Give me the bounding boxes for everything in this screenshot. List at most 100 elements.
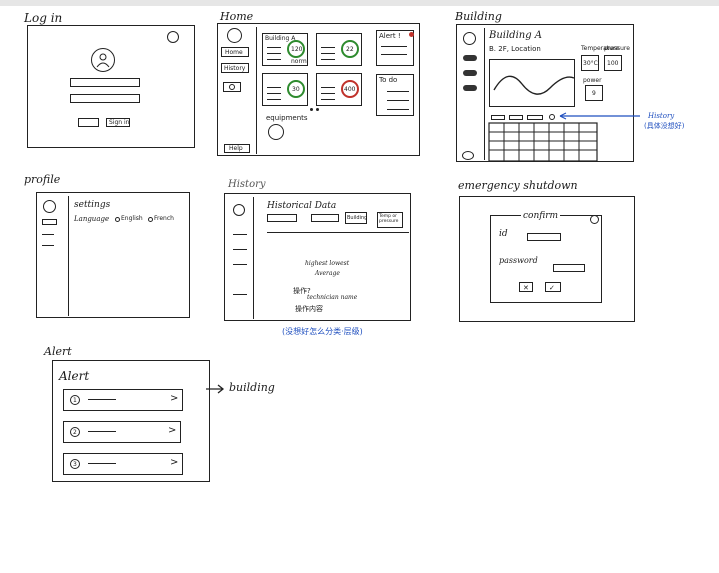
nav-pill[interactable] xyxy=(463,55,477,61)
chevron-right-icon: > xyxy=(170,393,179,404)
card-line xyxy=(267,59,281,60)
emergency-title: emergency shutdown xyxy=(458,179,578,192)
field-technician: technician name xyxy=(307,294,358,301)
cancel-button[interactable]: ✕ xyxy=(519,282,533,292)
history-nav-line[interactable] xyxy=(233,234,247,235)
date-from-input[interactable] xyxy=(267,214,297,222)
radio-french[interactable] xyxy=(148,217,153,222)
profile-nav-selected[interactable] xyxy=(42,219,57,225)
pager-dot[interactable] xyxy=(316,108,319,111)
password-input[interactable] xyxy=(553,264,585,272)
id-label: id xyxy=(499,229,508,239)
metric-value: 30°C xyxy=(583,60,598,67)
card-line xyxy=(321,93,335,94)
avatar-icon[interactable] xyxy=(43,200,56,213)
profile-frame: settings Language English French xyxy=(36,192,190,318)
alert-item[interactable]: 1 > xyxy=(63,389,183,411)
avatar-icon[interactable] xyxy=(227,28,242,43)
home-title: Home xyxy=(220,10,254,23)
help-button[interactable]: Help xyxy=(224,144,250,153)
close-icon[interactable] xyxy=(590,215,599,224)
avatar-icon[interactable] xyxy=(463,32,476,45)
building-card-3[interactable]: 30 xyxy=(262,73,308,106)
card-line xyxy=(267,93,281,94)
confirm-heading: confirm xyxy=(521,211,561,221)
history-note-sub: (具体没想好) xyxy=(644,122,685,130)
building-card-1[interactable]: Building A 120 norm xyxy=(262,33,308,66)
history-table[interactable] xyxy=(488,122,599,163)
gauge-value: 400 xyxy=(344,86,356,93)
alert-frame: Alert 1 > 2 > 3 > xyxy=(52,360,210,482)
metric-label: pressure xyxy=(604,45,630,52)
metric-select[interactable]: Temp or pressure xyxy=(377,212,403,228)
history-nav-line[interactable] xyxy=(233,294,247,295)
trend-chart[interactable] xyxy=(489,59,575,107)
password-input[interactable] xyxy=(70,94,140,103)
card-line xyxy=(267,87,281,88)
history-note: History xyxy=(648,112,675,120)
gauge-value: 30 xyxy=(292,86,300,93)
username-input[interactable] xyxy=(70,78,140,87)
card-title: Building A xyxy=(265,35,296,42)
building-select[interactable]: Building xyxy=(345,212,367,224)
history-nav-line[interactable] xyxy=(233,264,247,265)
card-line xyxy=(267,53,281,54)
trend-wave xyxy=(493,75,575,95)
alert-item[interactable]: 3 > xyxy=(63,453,183,475)
help-icon[interactable] xyxy=(167,31,179,43)
history-filter[interactable] xyxy=(527,115,543,120)
todo-line xyxy=(387,109,409,110)
radio-english[interactable] xyxy=(115,217,120,222)
pager-dot[interactable] xyxy=(310,108,313,111)
metric-power[interactable]: 9 xyxy=(585,85,603,101)
check-icon: ✓ xyxy=(549,284,555,292)
nav-pill[interactable] xyxy=(463,70,477,76)
confirm-button[interactable]: ✓ xyxy=(545,282,561,292)
alert-item[interactable]: 2 > xyxy=(63,421,181,443)
emergency-frame: confirm id password ✕ ✓ xyxy=(459,196,635,322)
building-card-2[interactable]: 22 xyxy=(316,33,362,66)
history-nav-line[interactable] xyxy=(233,249,247,250)
alert-badge-number: 2 xyxy=(73,429,77,436)
profile-nav-line[interactable] xyxy=(42,234,54,235)
history-filter[interactable] xyxy=(509,115,523,120)
remember-box[interactable] xyxy=(78,118,99,127)
nav-pill[interactable] xyxy=(463,85,477,91)
nav-history[interactable]: History xyxy=(221,63,249,73)
nav-home[interactable]: Home xyxy=(221,47,249,57)
logo-icon xyxy=(91,48,115,72)
building-location: B. 2F, Location xyxy=(489,45,541,53)
history-note: (没想好怎么分类·层级) xyxy=(282,327,363,336)
cancel-icon: ✕ xyxy=(523,284,529,292)
building-select-label: Building xyxy=(347,215,368,221)
gauge-value: 22 xyxy=(346,46,354,53)
card-line xyxy=(321,87,335,88)
alert-panel[interactable]: Alert ! xyxy=(376,30,414,66)
alert-text-line xyxy=(88,399,116,400)
building-card-4[interactable]: 400 xyxy=(316,73,362,106)
date-to-input[interactable] xyxy=(311,214,339,222)
signin-button[interactable]: Sign in xyxy=(106,118,130,127)
equipment-icon[interactable] xyxy=(268,124,284,140)
nav-misc-button[interactable] xyxy=(223,82,241,92)
avatar-icon[interactable] xyxy=(233,204,245,216)
todo-panel[interactable]: To do xyxy=(376,74,414,116)
settings-icon[interactable] xyxy=(462,151,474,160)
metric-value: 100 xyxy=(607,60,619,67)
alert-badge: 2 xyxy=(70,427,80,437)
building-name: Building A xyxy=(489,30,543,41)
alert-panel-heading: Alert xyxy=(59,369,90,383)
profile-nav-line[interactable] xyxy=(42,245,54,246)
home-sidebar-divider xyxy=(256,27,257,154)
confirm-dialog: confirm id password ✕ ✓ xyxy=(490,211,602,303)
history-title: History xyxy=(228,179,266,190)
id-input[interactable] xyxy=(527,233,561,241)
metric-pressure[interactable]: 100 xyxy=(604,55,622,71)
search-icon[interactable] xyxy=(549,114,555,120)
history-filter[interactable] xyxy=(491,115,505,120)
todo-line xyxy=(387,100,409,101)
alert-dot-icon xyxy=(409,32,414,37)
metric-label: power xyxy=(583,77,602,84)
metric-temperature[interactable]: 30°C xyxy=(581,55,599,71)
gauge-ring: 22 xyxy=(341,40,359,58)
